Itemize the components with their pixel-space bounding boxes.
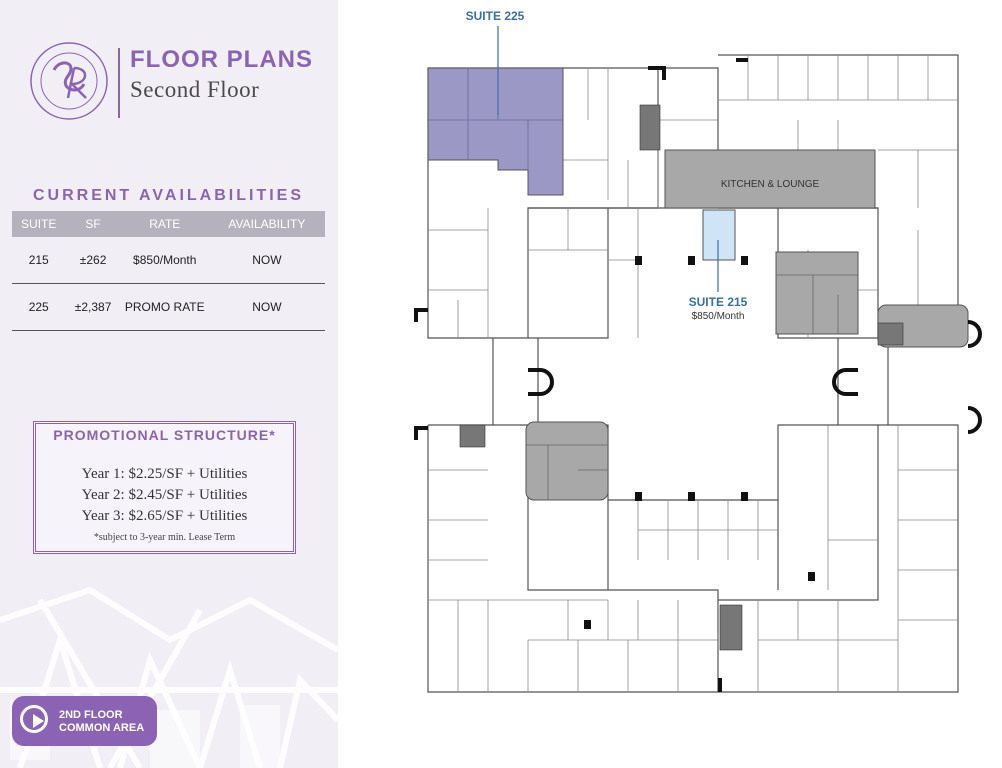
table-row: 225 ±2,387 PROMO RATE NOW — [12, 283, 325, 331]
table-header-row: SUITE SF RATE AVAILABILITY — [12, 211, 325, 237]
rate-cell: PROMO RATE — [120, 283, 209, 331]
suite-225-area[interactable] — [427, 67, 564, 196]
common-area-button[interactable]: 2ND FLOOR COMMON AREA — [12, 696, 157, 746]
entry-arc-left — [528, 368, 554, 396]
play-icon — [20, 705, 48, 733]
kitchen-lounge-label: KITCHEN & LOUNGE — [721, 179, 820, 190]
column-header-availability: AVAILABILITY — [208, 211, 325, 237]
sf-cell: ±2,387 — [65, 283, 121, 331]
availabilities-table: SUITE SF RATE AVAILABILITY 215 ±262 $850… — [12, 211, 325, 331]
availability-cell: NOW — [208, 283, 325, 331]
promo-title: PROMOTIONAL STRUCTURE* — [53, 427, 276, 443]
column-header-suite: SUITE — [12, 211, 66, 237]
sorrento-ridge-logo — [30, 42, 108, 120]
rate-cell: $850/Month — [120, 237, 209, 284]
common-area-block — [775, 251, 859, 335]
floor-plan-drawing: KITCHEN & LOUNGE — [414, 9, 982, 693]
page-subtitle: Second Floor — [130, 77, 260, 102]
entry-arc-right — [832, 368, 858, 396]
logo-divider — [118, 48, 120, 118]
promo-note: *subject to 3-year min. Lease Term — [93, 532, 236, 543]
kitchen-lounge-area[interactable] — [664, 149, 876, 209]
common-area-block — [525, 421, 609, 501]
availability-cell: NOW — [208, 237, 325, 284]
column-header-rate: RATE — [120, 211, 209, 237]
page-title: FLOOR PLANS — [130, 46, 313, 73]
promo-year-2: Year 2: $2.45/SF + Utilities — [81, 487, 248, 503]
common-area-label: 2ND FLOOR COMMON AREA — [59, 709, 145, 734]
availabilities-heading: CURRENT AVAILABILITIES — [32, 187, 305, 204]
suite-225-label: SUITE 225 — [466, 9, 525, 23]
suite-215-area[interactable] — [702, 209, 736, 261]
promotional-structure-box: PROMOTIONAL STRUCTURE* Year 1: $2.25/SF … — [33, 421, 296, 554]
promo-year-3: Year 3: $2.65/SF + Utilities — [81, 508, 248, 524]
suite-215-label: SUITE 215 — [689, 295, 748, 309]
columns — [584, 256, 815, 629]
promo-lines: Year 1: $2.25/SF + Utilities Year 2: $2.… — [36, 464, 293, 527]
promo-year-1: Year 1: $2.25/SF + Utilities — [81, 466, 248, 482]
sf-cell: ±262 — [65, 237, 121, 284]
suite-215-rate: $850/Month — [692, 311, 745, 322]
stairs-icon — [459, 104, 904, 651]
suite-cell: 215 — [12, 237, 66, 284]
suite-cell: 225 — [12, 283, 66, 331]
column-header-sf: SF — [65, 211, 121, 237]
floor-plan: KITCHEN & LOUNGE — [338, 0, 1002, 768]
table-row: 215 ±262 $850/Month NOW — [12, 237, 325, 284]
sidebar: FLOOR PLANS Second Floor CURRENT AVAILAB… — [0, 0, 338, 768]
